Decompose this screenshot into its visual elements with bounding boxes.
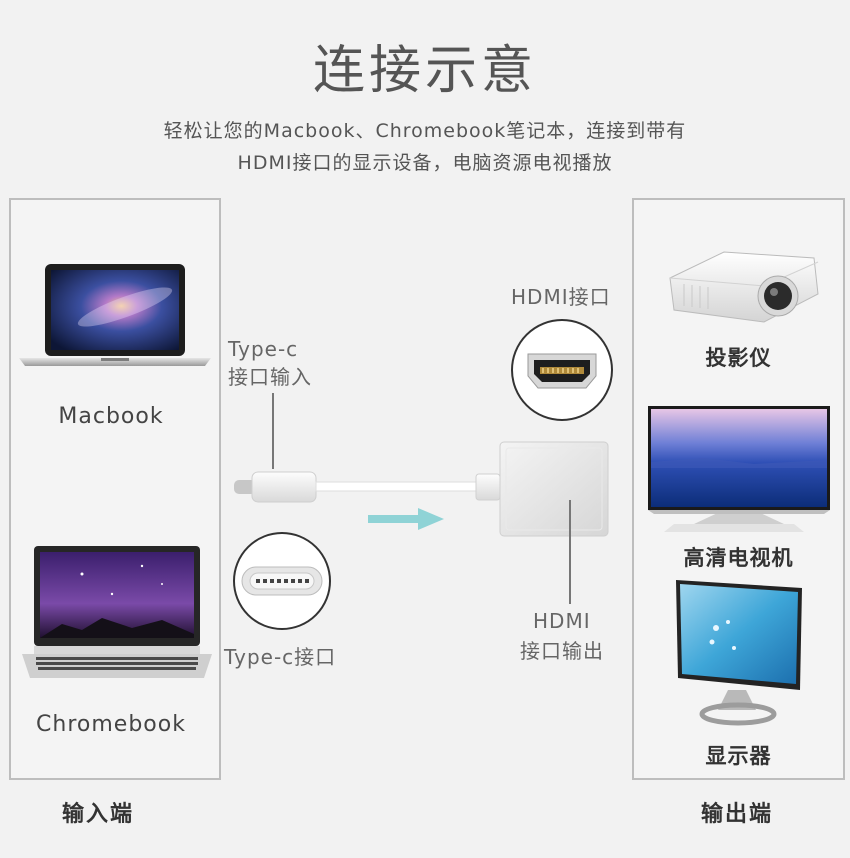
device-label-chromebook: Chromebook [36,712,186,737]
hdmi-port-label: HDMI接口 [511,285,611,309]
typec-input-label-line1: Type-c [228,337,299,361]
arrow-right-icon [368,508,444,530]
device-label-monitor: 显示器 [705,744,772,768]
monitor-icon [676,580,802,726]
hdmi-output-label-line1: HDMI [533,609,591,633]
callout-line [569,500,571,604]
device-label-projector: 投影仪 [705,346,772,370]
device-label-macbook: Macbook [58,404,164,429]
input-side-label: 输入端 [62,802,135,827]
hdmi-port-icon [511,319,613,421]
typec-port-label: Type-c接口 [224,645,337,669]
projector-icon [669,251,819,323]
callout-line [272,393,274,469]
laptop-icon [19,264,211,366]
page-title: 连接示意 [312,41,537,101]
subtitle-line-1: 轻松让您的Macbook、Chromebook笔记本，连接到带有 [163,120,687,142]
usb-c-to-hdmi-adapter [234,441,609,537]
output-side-label: 输出端 [701,802,774,827]
device-label-tv: 高清电视机 [683,546,794,570]
typec-input-label-line2: 接口输入 [228,365,312,389]
subtitle-line-2: HDMI接口的显示设备，电脑资源电视播放 [237,152,613,174]
hdmi-output-label-line2: 接口输出 [520,639,604,663]
tv-icon [648,406,830,532]
typec-port-icon [233,532,331,630]
laptop-icon [22,546,212,678]
